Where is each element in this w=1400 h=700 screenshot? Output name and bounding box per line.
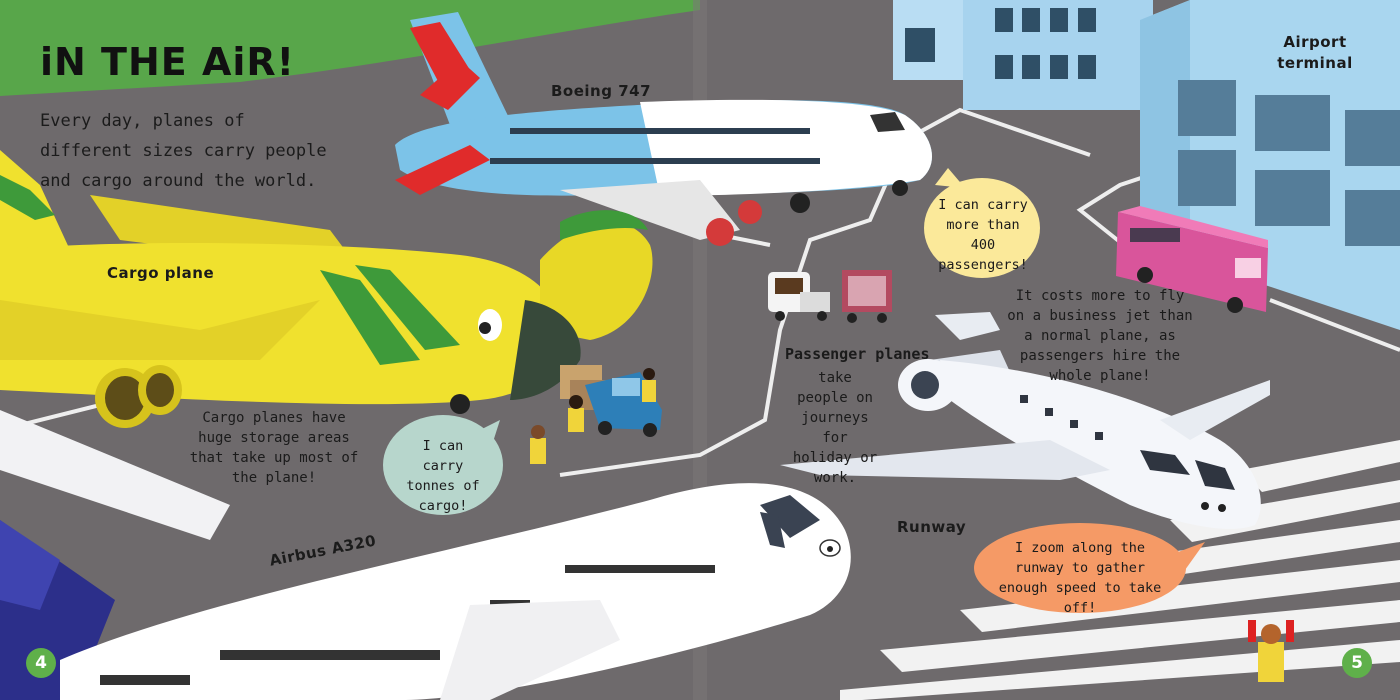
terminal-building (893, 0, 1400, 330)
bubble-cargo-shape (383, 415, 503, 515)
caption-business-jet: It costs more to fly on a business jet t… (1007, 288, 1193, 384)
page-title: iN THE AiR! (40, 40, 295, 84)
label-runway: Runway (897, 518, 967, 536)
boeing-747-plane (395, 12, 932, 246)
pink-bus (1116, 206, 1268, 313)
business-jet (780, 312, 1270, 529)
label-airport-terminal: Airport terminal (1277, 33, 1353, 72)
caption-passenger-body: take people on journeys for holiday or w… (792, 370, 878, 486)
airbus-a320-plane (0, 410, 851, 700)
caption-passenger-title: Passenger planes (785, 345, 930, 363)
ground-crew (530, 368, 1294, 682)
page-number-left: 4 (26, 648, 56, 678)
baggage-truck (768, 270, 892, 323)
page-number-right: 5 (1342, 648, 1372, 678)
bubble-runway-text: I zoom along the runway to gather enough… (998, 540, 1162, 616)
grass (0, 0, 700, 96)
label-boeing-747: Boeing 747 (551, 82, 652, 100)
bubble-shapes (383, 168, 1205, 613)
caption-cargo-planes: Cargo planes have huge storage areas tha… (189, 410, 359, 486)
bubble-boeing-text: I can carry more than 400 passengers! (938, 197, 1028, 273)
bubble-cargo-text: I can carry tonnes of cargo! (406, 438, 480, 514)
label-cargo-plane: Cargo plane (107, 264, 215, 282)
bubble-boeing-shape (924, 178, 1040, 278)
cargo-plane (0, 150, 653, 428)
intro-text: Every day, planes of different sizes car… (40, 111, 327, 191)
bubble-runway-shape (974, 523, 1186, 613)
